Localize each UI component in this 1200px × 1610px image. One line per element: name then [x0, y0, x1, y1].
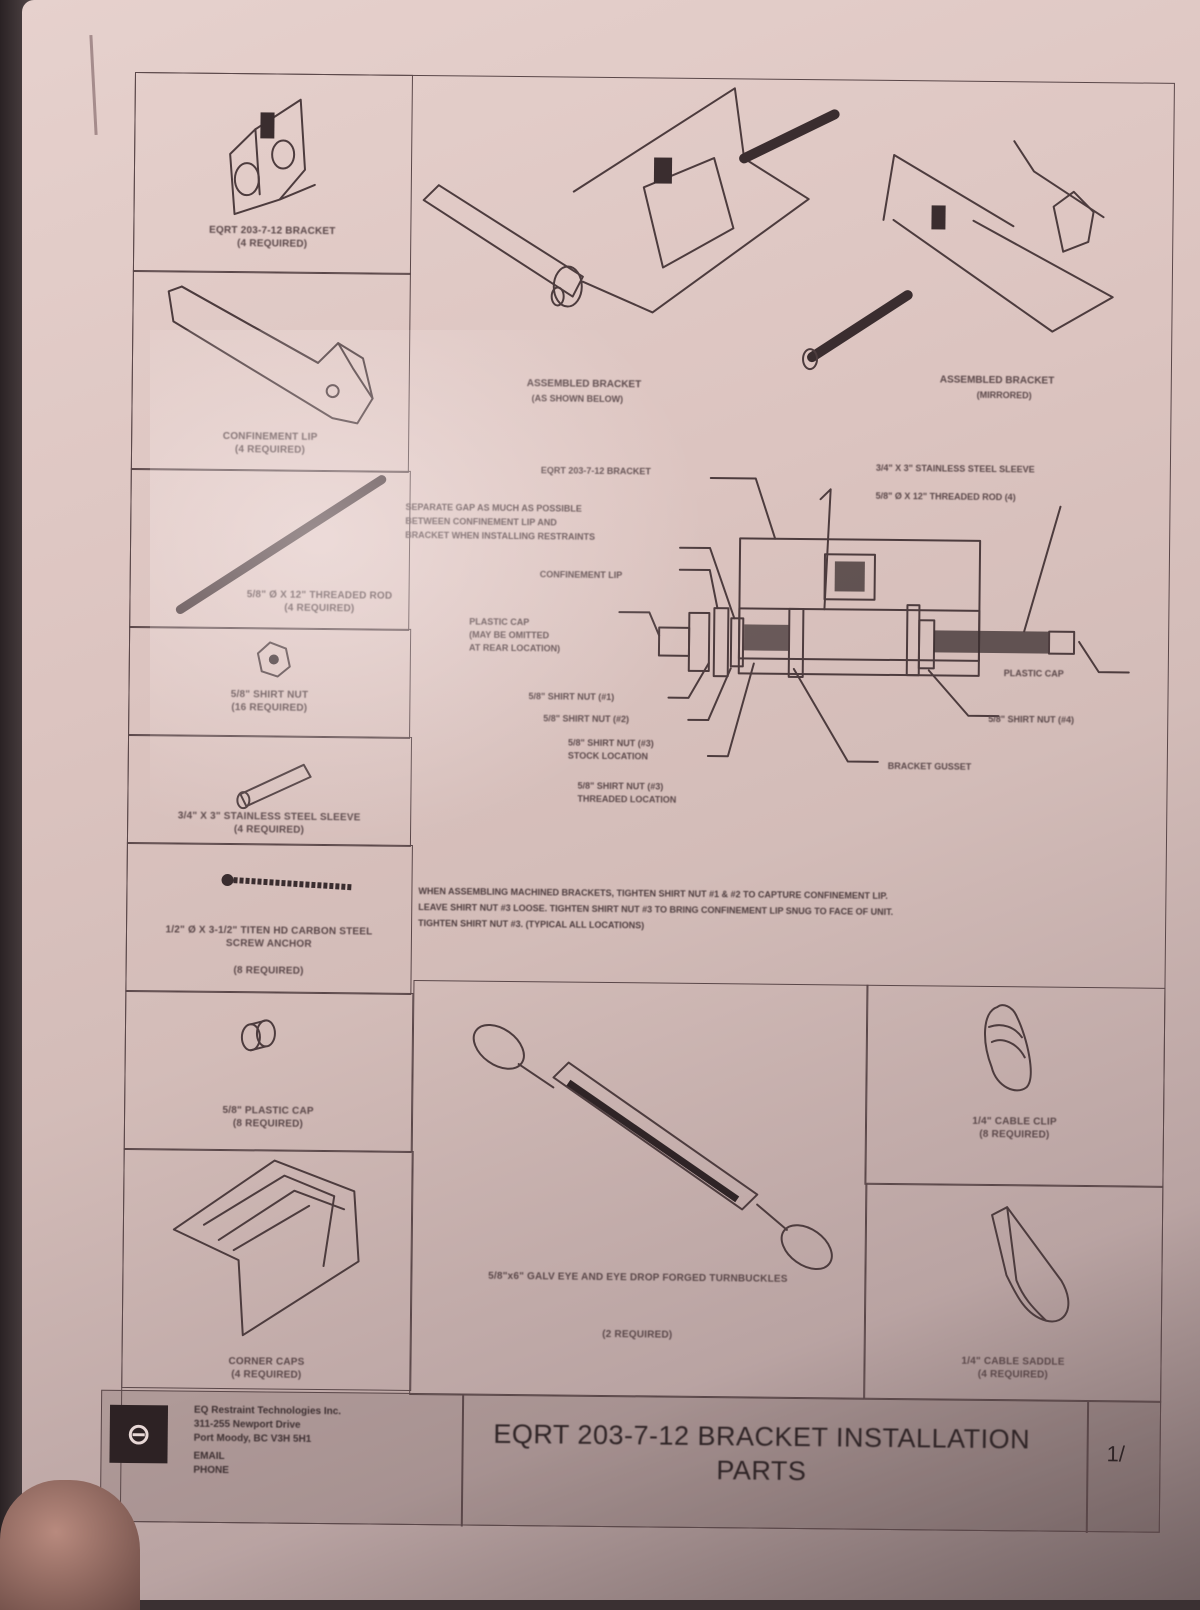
title-divider [460, 1394, 464, 1527]
page-number: 1/ [1106, 1441, 1126, 1467]
company-email-label: EMAIL [193, 1450, 225, 1463]
part-cell-anchor: 1/2" Ø X 3-1/2" TITEN HD CARBON STEEL SC… [125, 841, 413, 995]
assembled-sub-2: (MIRRORED) [976, 389, 1032, 401]
part-cell-confinement-lip: CONFINEMENT LIP (4 REQUIRED) [130, 269, 411, 473]
part-qty: (4 REQUIRED) [284, 602, 355, 615]
callout-bracket: EQRT 203-7-12 BRACKET [540, 465, 651, 477]
assembled-sub-1: (AS SHOWN BELOW) [531, 393, 624, 405]
callout-sleeve: 3/4" X 3" STAINLESS STEEL SLEEVE [875, 462, 1035, 475]
company-address-1: 311-255 Newport Drive [193, 1418, 301, 1431]
callout-plastic-cap-left-3: AT REAR LOCATION) [468, 642, 561, 654]
threaded-rod-drawing [175, 475, 387, 615]
part-cell-threaded-rod: 5/8" Ø X 12" THREADED ROD (4 REQUIRED) [129, 467, 411, 631]
shirt-nut-drawing [256, 641, 291, 678]
drawing-title-line-2: PARTS [716, 1455, 807, 1487]
page-divider [1085, 1401, 1089, 1534]
callout-shirt-nut-3: 5/8" SHIRT NUT (#3) [567, 737, 654, 749]
callout-separate-gap-2: BETWEEN CONFINEMENT LIP AND [405, 515, 557, 528]
cable-saddle-drawing [991, 1206, 1070, 1323]
confinement-lip-drawing [167, 285, 374, 425]
part-cell-bracket: EQRT 203-7-12 BRACKET (4 REQUIRED) [132, 72, 413, 275]
callout-bracket-gusset: BRACKET GUSSET [887, 760, 972, 772]
drawing-title: EQRT 203-7-12 BRACKET INSTALLATION PARTS [481, 1417, 1042, 1491]
callout-separate-gap: SEPARATE GAP AS MUCH AS POSSIBLE [405, 501, 582, 514]
plastic-cap-drawing [240, 1019, 276, 1052]
callout-shirt-nut-3-loc: STOCK LOCATION [567, 750, 649, 762]
assembled-label-1: ASSEMBLED BRACKET [526, 378, 642, 391]
instruction-line-3: TIGHTEN SHIRT NUT #3. (TYPICAL ALL LOCAT… [418, 918, 645, 931]
callout-plastic-cap-left: PLASTIC CAP [469, 616, 530, 628]
callout-shirt-nut-right: 5/8" SHIRT NUT (#4) [988, 713, 1075, 725]
assembled-brackets-drawing [422, 87, 1114, 371]
thumb [0, 1480, 140, 1610]
callout-shirt-nut-1: 5/8" SHIRT NUT (#1) [528, 691, 615, 703]
part-cell-sleeve: 3/4" X 3" STAINLESS STEEL SLEEVE (4 REQU… [126, 733, 413, 847]
callout-shirt-nut-4: 5/8" SHIRT NUT (#3) [577, 780, 664, 792]
paper-sheet [22, 0, 1200, 1600]
screw-anchor-drawing [221, 874, 353, 891]
company-name: EQ Restraint Technologies Inc. [193, 1404, 342, 1418]
part-cell-shirt-nut: 5/8" SHIRT NUT (16 REQUIRED) [128, 625, 412, 739]
callout-shirt-nut-2: 5/8" SHIRT NUT (#2) [543, 713, 630, 725]
callout-shirt-nut-4-loc: THREADED LOCATION [577, 793, 677, 805]
callout-separate-gap-3: BRACKET WHEN INSTALLING RESTRAINTS [405, 529, 596, 542]
section-view-drawing [618, 477, 1130, 763]
callout-plastic-cap-left-2: (MAY BE OMITTED [469, 629, 550, 641]
drawing-title-line-1: EQRT 203-7-12 BRACKET INSTALLATION [493, 1418, 1031, 1455]
drawing-sheet: EQRT 203-7-12 BRACKET (4 REQUIRED) CONFI… [99, 72, 1175, 1534]
callout-plastic-cap-right: PLASTIC CAP [1003, 668, 1064, 679]
turnbuckle-drawing [472, 1023, 833, 1271]
part-cell-turnbuckles: 5/8"x6" GALV EYE AND EYE DROP FORGED TUR… [409, 979, 869, 1400]
callout-confinement-lip: CONFINEMENT LIP [539, 569, 623, 581]
part-cell-cable-clip: 1/4" CABLE CLIP (8 REQUIRED) [864, 984, 1166, 1188]
company-logo-icon: ⊖ [109, 1404, 169, 1464]
part-cell-corner-caps: CORNER CAPS (4 REQUIRED) [121, 1147, 414, 1391]
callout-threaded-rod: 5/8" Ø X 12" THREADED ROD (4) [875, 490, 1016, 503]
company-address-2: Port Moody, BC V3H 5H1 [193, 1432, 312, 1445]
paper-crease [89, 34, 98, 136]
company-info: EQ Restraint Technologies Inc. 311-255 N… [193, 1404, 341, 1480]
sleeve-drawing [236, 763, 312, 810]
corner-caps-drawing [172, 1159, 360, 1337]
part-cell-plastic-cap: 5/8" PLASTIC CAP (8 REQUIRED) [123, 989, 414, 1153]
cable-clip-drawing [984, 1004, 1032, 1092]
title-block: ⊖ EQ Restraint Technologies Inc. 311-255… [99, 1389, 1162, 1534]
company-phone-label: PHONE [193, 1464, 229, 1477]
bracket-drawing [229, 98, 316, 216]
assembled-label-2: ASSEMBLED BRACKET [939, 374, 1055, 387]
part-label: 1/2" Ø X 3-1/2" TITEN HD CARBON STEEL SC… [165, 924, 373, 950]
part-cell-cable-saddle: 1/4" CABLE SADDLE (4 REQUIRED) [864, 1182, 1164, 1403]
